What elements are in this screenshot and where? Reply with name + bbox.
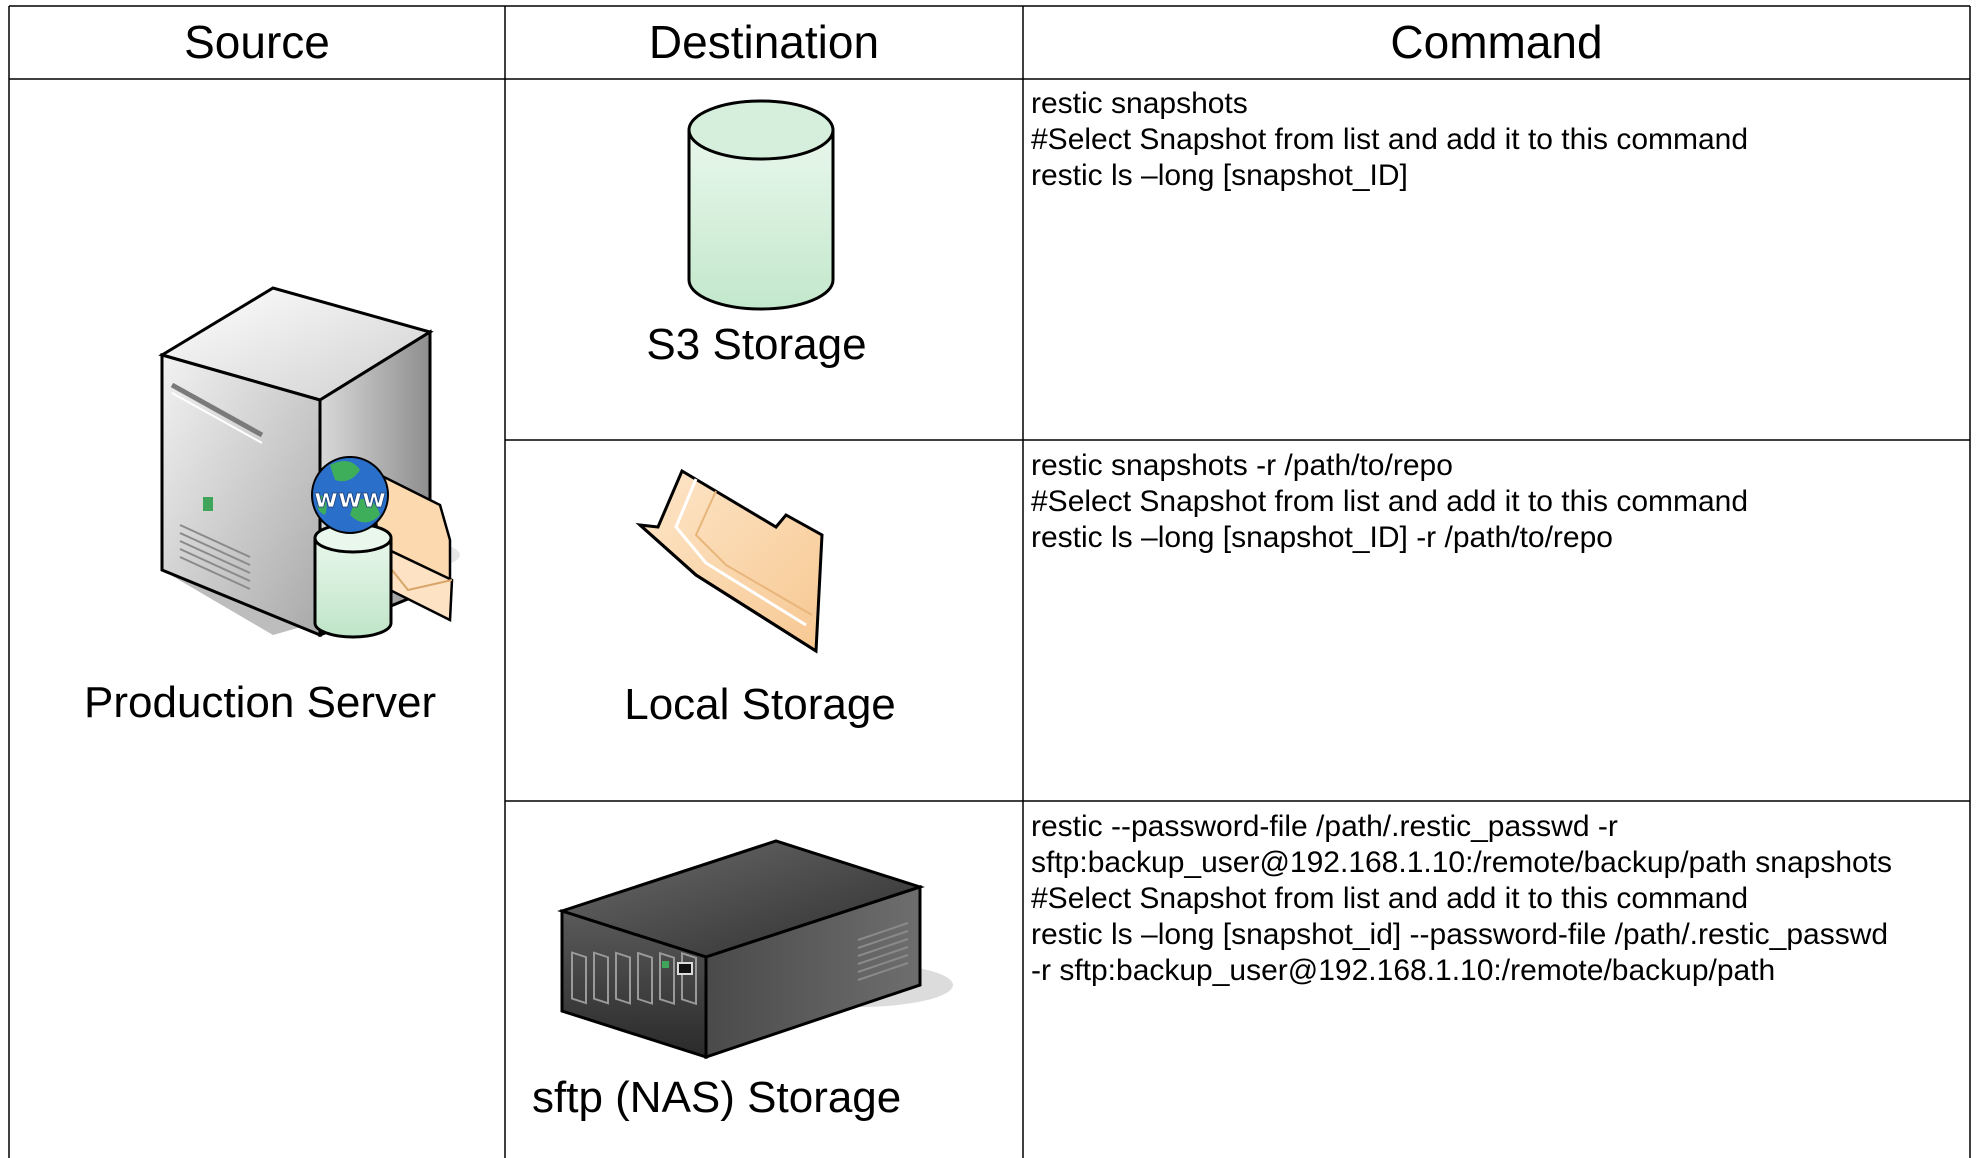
command-line: #Select Snapshot from list and add it to… — [1031, 882, 1749, 915]
command-block-local: restic snapshots -r /path/to/repo #Selec… — [1031, 448, 1748, 556]
database-cylinder-icon — [687, 99, 835, 311]
command-line: #Select Snapshot from list and add it to… — [1031, 123, 1749, 156]
folder-icon — [635, 468, 824, 654]
command-line: restic ls –long [snapshot_ID] -r /path/t… — [1031, 521, 1613, 554]
svg-text:www: www — [314, 484, 386, 514]
command-line: #Select Snapshot from list and add it to… — [1031, 485, 1749, 518]
command-line: sftp:backup_user@192.168.1.10:/remote/ba… — [1031, 846, 1893, 879]
nas-server-icon — [557, 839, 953, 1060]
destination-label-nas: sftp (NAS) Storage — [532, 1073, 902, 1122]
command-line: restic ls –long [snapshot_ID] — [1031, 159, 1408, 192]
header-source: Source — [184, 16, 330, 68]
command-line: restic snapshots — [1031, 87, 1248, 120]
destination-label-s3: S3 Storage — [646, 320, 867, 369]
header-destination: Destination — [648, 16, 880, 68]
command-line: -r sftp:backup_user@192.168.1.10:/remote… — [1031, 954, 1776, 987]
command-line: restic ls –long [snapshot_id] --password… — [1031, 918, 1889, 951]
destination-label-local: Local Storage — [624, 680, 896, 729]
web-server-icon: www — [158, 286, 460, 639]
command-line: restic --password-file /path/.restic_pas… — [1031, 810, 1618, 843]
command-block-s3: restic snapshots #Select Snapshot from l… — [1031, 86, 1748, 194]
command-block-nas: restic --password-file /path/.restic_pas… — [1031, 809, 1892, 989]
command-line: restic snapshots -r /path/to/repo — [1031, 449, 1453, 482]
source-label: Production Server — [84, 678, 437, 727]
header-command: Command — [1390, 16, 1603, 68]
